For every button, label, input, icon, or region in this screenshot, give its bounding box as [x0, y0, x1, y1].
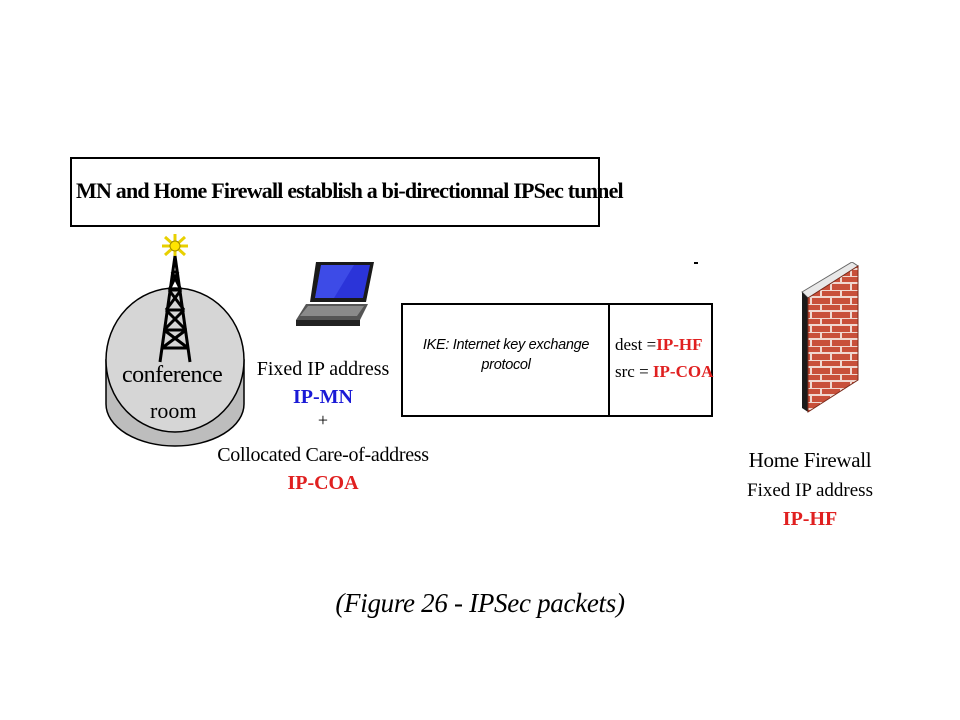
firewall-brick-wall-icon	[801, 262, 859, 413]
src-label: src =	[615, 362, 649, 381]
laptop-icon	[296, 262, 374, 326]
mn-fixed-ip-label: Fixed IP address	[256, 358, 390, 380]
stray-mark	[694, 262, 698, 264]
room-label: room	[150, 398, 197, 423]
title-box	[70, 157, 600, 227]
ike-payload-text: IKE: Internet key exchange protocol	[422, 337, 590, 373]
conference-room-disc	[105, 287, 245, 447]
packet-divider	[608, 303, 610, 417]
plus-sign: +	[317, 410, 329, 430]
hf-fixed-ip-label: Fixed IP address	[747, 480, 873, 501]
ip-mn-label: IP-MN	[293, 386, 353, 408]
coa-label: Collocated Care-of-address	[217, 444, 429, 466]
antenna-tower-icon	[158, 234, 192, 363]
diagram-title: MN and Home Firewall establish a bi-dire…	[76, 178, 624, 203]
ipsec-packet-box	[401, 303, 713, 417]
figure-caption: (Figure 26 - IPSec packets)	[335, 588, 625, 618]
dest-value: IP-HF	[656, 335, 703, 354]
ip-hf-label: IP-HF	[782, 508, 838, 530]
conference-label: conference	[122, 362, 223, 388]
home-firewall-label: Home Firewall	[748, 448, 872, 472]
dest-header-row: dest =IP-HF	[615, 335, 703, 355]
src-value: IP-COA	[652, 362, 714, 381]
src-header-row: src = IP-COA	[615, 362, 713, 382]
dest-label: dest =	[615, 335, 657, 354]
ip-coa-label: IP-COA	[287, 472, 359, 494]
